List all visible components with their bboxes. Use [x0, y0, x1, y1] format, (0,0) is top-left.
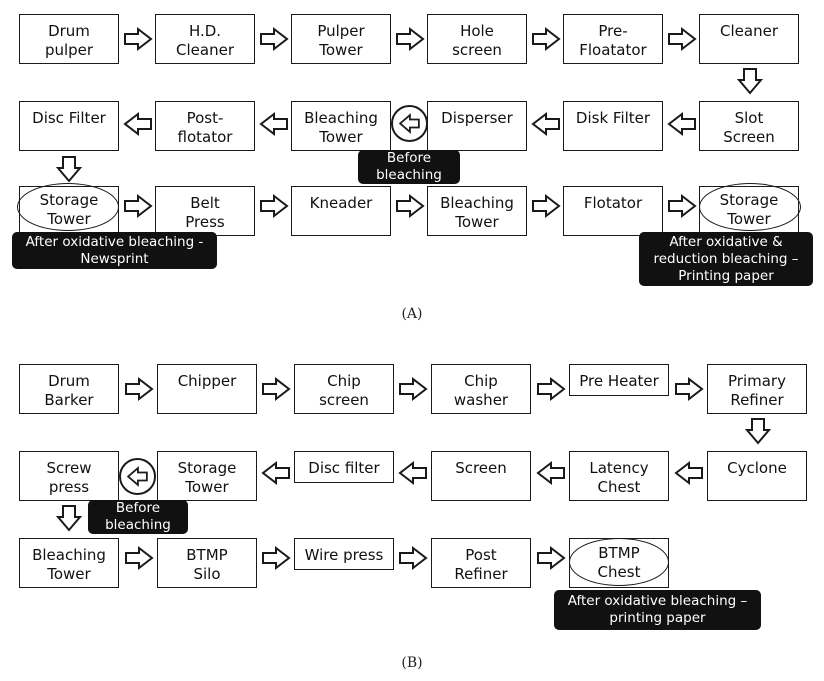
arrow-right-icon — [124, 26, 153, 52]
arrow-left-icon — [259, 111, 288, 137]
box-kneader: Kneader — [291, 186, 391, 236]
box-disk-filter: Disk Filter — [563, 101, 663, 151]
callout-before-bleaching: Before bleaching — [358, 150, 460, 184]
arrow-right-icon — [125, 545, 154, 571]
box-drum-barker: Drum Barker — [19, 364, 119, 414]
box-disperser: Disperser — [427, 101, 527, 151]
arrow-left-icon — [261, 460, 290, 486]
box-drum-pulper: Drum pulper — [19, 14, 119, 64]
arrow-right-icon — [399, 545, 428, 571]
arrow-right-icon — [124, 193, 153, 219]
arrow-right-icon — [532, 26, 561, 52]
arrow-right-icon — [125, 376, 154, 402]
box-post-flotator: Post- flotator — [155, 101, 255, 151]
box-pulper-tower: Pulper Tower — [291, 14, 391, 64]
box-slot-screen: Slot Screen — [699, 101, 799, 151]
box-disc-filter: Disc filter — [294, 451, 394, 483]
box-wire-press: Wire press — [294, 538, 394, 570]
box-btmp-chest: BTMP Chest — [569, 538, 669, 588]
highlighted-arrow-left-icon — [119, 458, 156, 495]
arrow-left-icon — [123, 111, 152, 137]
box-cyclone: Cyclone — [707, 451, 807, 501]
box-disc-filter: Disc Filter — [19, 101, 119, 151]
arrow-right-icon — [668, 26, 697, 52]
arrow-down-icon — [744, 418, 772, 445]
arrow-left-icon — [398, 460, 427, 486]
callout-after-oxidative-printing: After oxidative bleaching – printing pap… — [554, 590, 761, 630]
caption-b: (B) — [401, 655, 423, 671]
box-hole-screen: Hole screen — [427, 14, 527, 64]
box-pre-floatator: Pre- Floatator — [563, 14, 663, 64]
arrow-right-icon — [399, 376, 428, 402]
arrow-right-icon — [260, 193, 289, 219]
callout-after-oxidative-newsprint: After oxidative bleaching - Newsprint — [12, 232, 217, 269]
box-storage-tower: Storage Tower — [19, 186, 119, 234]
box-flotator: Flotator — [563, 186, 663, 236]
box-bleaching-tower: Bleaching Tower — [427, 186, 527, 236]
arrow-right-icon — [262, 545, 291, 571]
box-storage-tower: Storage Tower — [157, 451, 257, 501]
callout-after-oxidative-reduction: After oxidative & reduction bleaching – … — [639, 232, 813, 286]
arrow-right-icon — [262, 376, 291, 402]
caption-a: (A) — [401, 306, 423, 322]
box-screw-press: Screw press — [19, 451, 119, 501]
box-storage-tower: Storage Tower — [699, 186, 799, 234]
box-pre-heater: Pre Heater — [569, 364, 669, 396]
arrow-down-icon — [736, 68, 764, 95]
arrow-left-icon — [667, 111, 696, 137]
arrow-right-icon — [537, 376, 566, 402]
box-screen: Screen — [431, 451, 531, 501]
box-primary-refiner: Primary Refiner — [707, 364, 807, 414]
arrow-right-icon — [532, 193, 561, 219]
arrow-down-icon — [55, 505, 83, 532]
callout-before-bleaching: Before bleaching — [88, 500, 188, 534]
box-bleaching-tower: Bleaching Tower — [19, 538, 119, 588]
arrow-down-icon — [55, 156, 83, 183]
arrow-right-icon — [396, 26, 425, 52]
arrow-right-icon — [537, 545, 566, 571]
highlighted-arrow-left-icon — [391, 105, 428, 142]
box-latency-chest: Latency Chest — [569, 451, 669, 501]
arrow-left-icon — [531, 111, 560, 137]
arrow-right-icon — [260, 26, 289, 52]
arrow-left-icon — [536, 460, 565, 486]
box-cleaner: Cleaner — [699, 14, 799, 64]
arrow-right-icon — [396, 193, 425, 219]
arrow-right-icon — [675, 376, 704, 402]
arrow-left-icon — [674, 460, 703, 486]
box-chipper: Chipper — [157, 364, 257, 414]
box-btmp-silo: BTMP Silo — [157, 538, 257, 588]
box-hd-cleaner: H.D. Cleaner — [155, 14, 255, 64]
arrow-right-icon — [668, 193, 697, 219]
box-belt-press: Belt Press — [155, 186, 255, 236]
box-bleaching-tower: Bleaching Tower — [291, 101, 391, 151]
box-chip-washer: Chip washer — [431, 364, 531, 414]
box-chip-screen: Chip screen — [294, 364, 394, 414]
box-post-refiner: Post Refiner — [431, 538, 531, 588]
